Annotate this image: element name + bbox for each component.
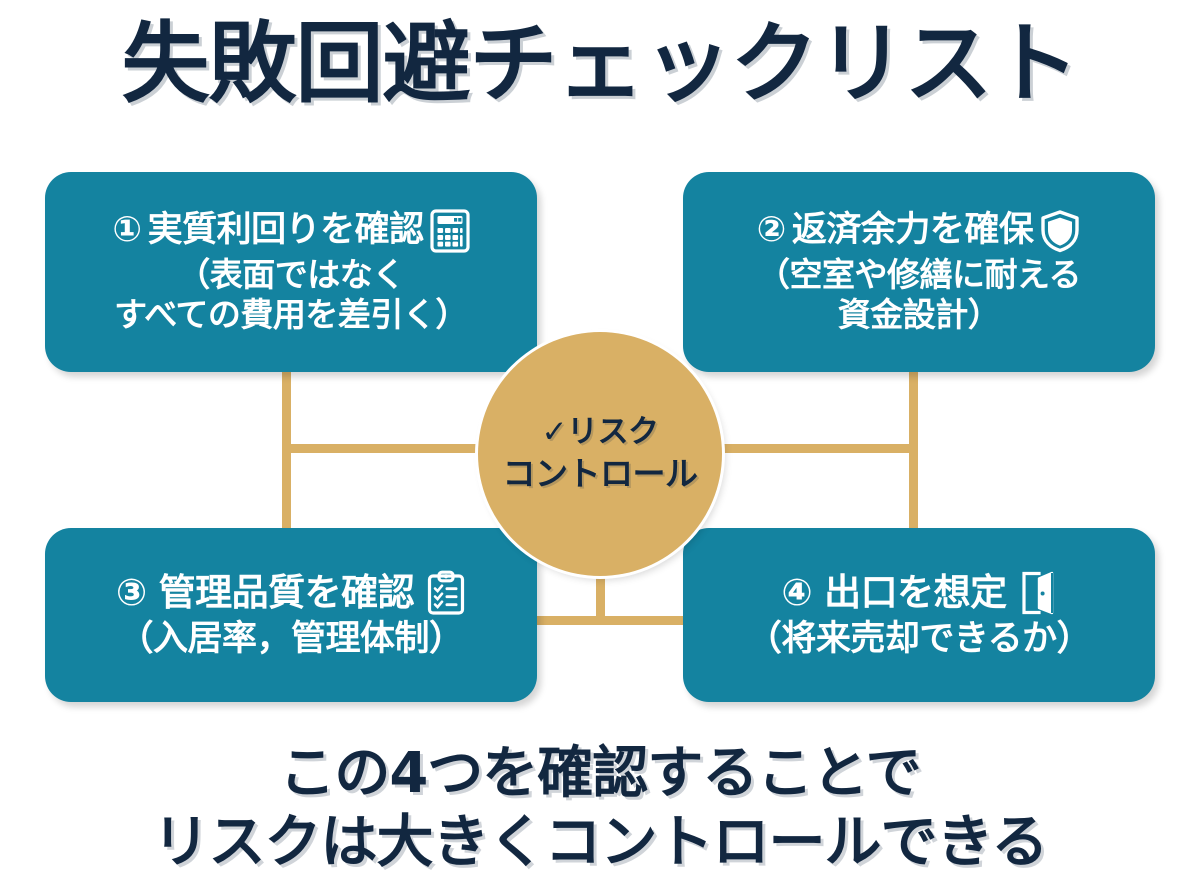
checklist-box-2-subtext: （空室や修繕に耐える 資金設計） [756, 254, 1082, 336]
footer-caption: この4つを確認することで リスクは大きくコントロールできる [0, 742, 1200, 875]
checklist-box-1-subline-1: （表面ではなく [177, 254, 405, 294]
page-title: 失敗回避チェックリスト [121, 12, 1079, 115]
center-circle-line-2: コントロール [502, 453, 699, 493]
checklist-box-1-subtext: （表面ではなく すべての費用を差引く） [114, 255, 468, 336]
connector-box2-vertical [909, 372, 918, 548]
connector-center-vertical [596, 548, 605, 624]
checklist-box-1-number: ① [112, 210, 142, 251]
checklist-box-4-subtext: （将来売却できるか） [746, 618, 1092, 661]
checklist-box-2-title: 返済余力を確保 [791, 210, 1034, 251]
checklist-box-2-number: ② [756, 210, 787, 251]
checklist-box-2-subline-2: 資金設計） [837, 295, 1001, 334]
checklist-box-4-title: 出口を想定 [824, 570, 1007, 614]
footer-line-1: この4つを確認することで [279, 741, 921, 806]
checklist-box-2-subline-1: （空室や修繕に耐える [756, 254, 1082, 294]
connector-left-horizontal [282, 444, 512, 453]
connector-right-horizontal [688, 444, 918, 453]
connector-bottom-horizontal [537, 616, 683, 625]
checklist-box-3-number: ③ [115, 570, 147, 614]
checklist-box-4-subline-1: （将来売却できるか） [746, 618, 1092, 659]
footer-line-2: リスクは大きくコントロールできる [152, 808, 1049, 875]
clipboard-checklist-icon [426, 570, 466, 616]
connector-box1-vertical [282, 372, 291, 548]
door-open-icon [1019, 570, 1057, 616]
checklist-box-4-number: ④ [781, 570, 813, 614]
center-circle-line-1: ✓リスク [541, 414, 659, 451]
calculator-icon [429, 209, 470, 253]
checklist-box-1-title: 実質利回りを確認 [147, 210, 425, 251]
center-circle-risk-control[interactable]: ✓リスク コントロール [478, 332, 722, 576]
checklist-box-3-title: 管理品質を確認 [158, 570, 415, 614]
shield-icon [1039, 209, 1081, 253]
checklist-box-1-subline-2: すべての費用を差引く） [114, 295, 468, 334]
checklist-box-3-subtext: （入居率，管理体制） [118, 618, 464, 661]
checklist-box-3-subline-1: （入居率，管理体制） [118, 618, 464, 659]
